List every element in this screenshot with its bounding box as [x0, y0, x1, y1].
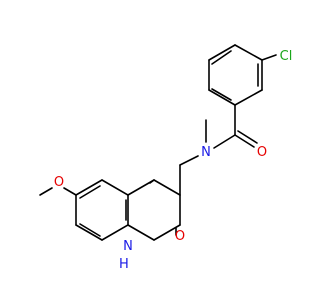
bond-line [63, 187, 77, 196]
ring-nitrogen-label: N [123, 239, 133, 254]
bond-line [179, 155, 199, 166]
bond-line [101, 179, 129, 196]
bond-line [211, 50, 232, 65]
bond-line [79, 223, 101, 237]
ring-nitrogen-hydrogen-label: H [119, 257, 137, 272]
bond-line [127, 224, 155, 241]
bond-line [79, 185, 101, 199]
bond-line [39, 187, 53, 196]
bond-line [75, 179, 103, 196]
bond-line [237, 130, 258, 144]
bond-line [213, 134, 236, 149]
bond-line [234, 89, 263, 106]
bond-layer [39, 44, 277, 241]
bond-line [261, 54, 277, 61]
atom-label-layer: Cl O N O O N H [54, 49, 292, 272]
bond-line [149, 179, 155, 184]
bond-line [211, 88, 232, 101]
bond-line [208, 44, 236, 61]
chlorine-label: Cl [280, 49, 293, 64]
structure-diagram: Cl O N O O N H [39, 44, 292, 272]
amide-oxygen-label: O [257, 145, 267, 160]
bond-line [101, 224, 129, 241]
bond-line [234, 44, 263, 61]
ketone-oxygen-label: O [175, 229, 185, 244]
amide-nitrogen-label: N [201, 145, 211, 160]
bond-line [208, 89, 236, 106]
bond-line [234, 134, 255, 148]
bond-line [153, 179, 181, 196]
methoxy-oxygen-label: O [54, 175, 64, 190]
bond-line [75, 224, 103, 241]
